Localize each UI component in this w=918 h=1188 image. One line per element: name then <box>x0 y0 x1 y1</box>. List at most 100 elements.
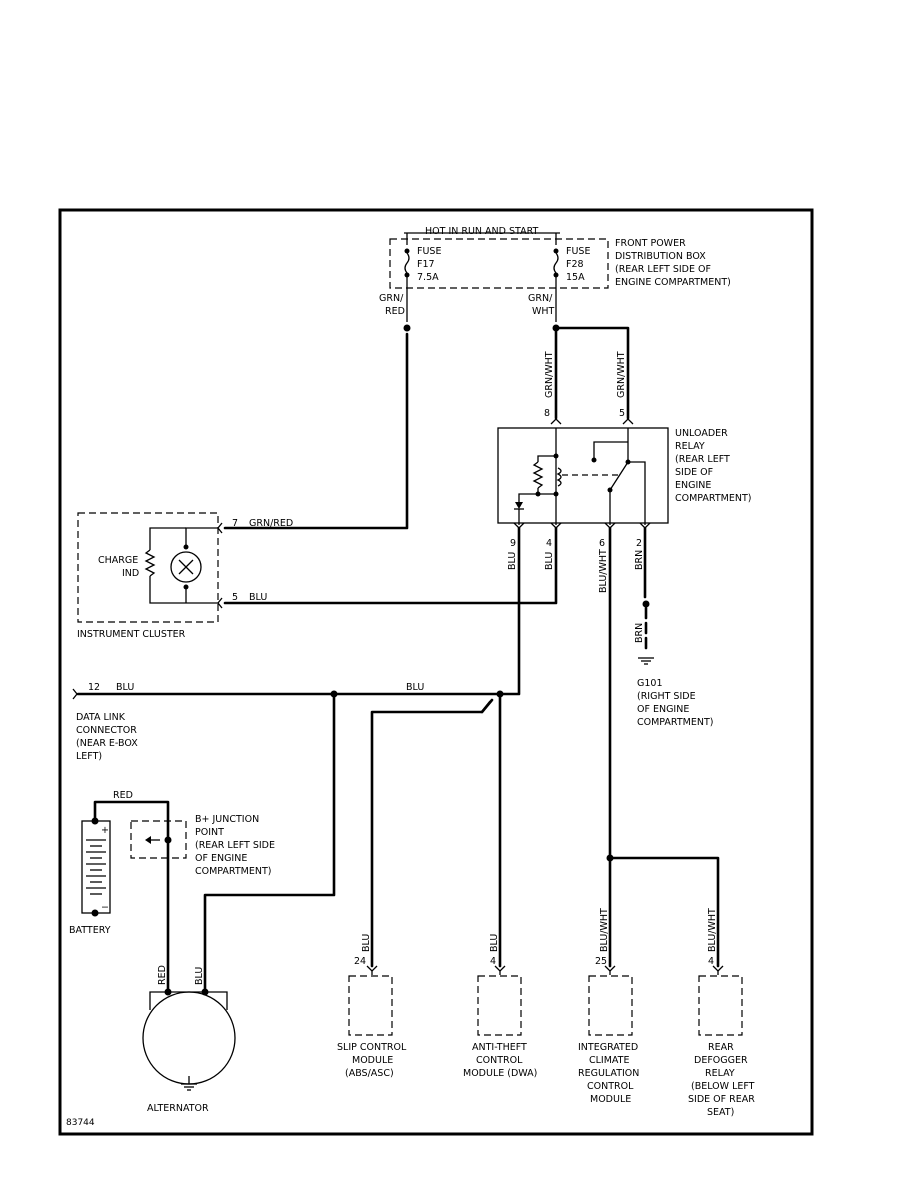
relay-bottom-pins: 9 4 6 2 BLU BLU BLU/WHT BRN <box>507 522 651 593</box>
module4-label-3: RELAY <box>705 1068 735 1079</box>
battery-wire-label: RED <box>113 790 133 801</box>
unloader-relay: UNLOADER RELAY (REAR LEFT SIDE OF ENGINE… <box>497 427 751 525</box>
module4-label-6: SEAT) <box>707 1107 734 1118</box>
relay6-wire-label: BLU/WHT <box>598 549 609 593</box>
wire-blu-relay9 <box>498 526 521 696</box>
relay-label-1: UNLOADER <box>675 428 728 439</box>
fuse-box-label-2: DISTRIBUTION BOX <box>615 251 706 262</box>
module1-label-3: (ABS/ASC) <box>345 1068 394 1079</box>
module3-label-2: CLIMATE <box>589 1055 630 1066</box>
module4-pin: 4 <box>708 956 714 967</box>
fuse-f17-line1: FUSE <box>417 246 441 257</box>
dlc-label-3: (NEAR E-BOX <box>76 738 138 749</box>
relay-pin6: 6 <box>599 538 605 549</box>
fuse-box-label-4: ENGINE COMPARTMENT) <box>615 277 731 288</box>
module3-label-4: CONTROL <box>587 1081 634 1092</box>
relay-pin2: 2 <box>636 538 642 549</box>
relay5-wire-label: GRN/WHT <box>616 351 627 398</box>
module2-label-1: ANTI-THEFT <box>472 1042 527 1053</box>
ground-label-3: COMPARTMENT) <box>637 717 713 728</box>
module2-label-2: CONTROL <box>476 1055 523 1066</box>
charge-lamp-icon <box>170 551 202 583</box>
relay-pin5: 5 <box>619 408 625 419</box>
module3-label-5: MODULE <box>590 1094 631 1105</box>
brn-lower-label: BRN <box>634 623 645 643</box>
junction-label-5: COMPARTMENT) <box>195 866 271 877</box>
charge-ind-line2: IND <box>122 568 139 579</box>
alternator-icon <box>142 991 236 1085</box>
instrument-cluster: INSTRUMENT CLUSTER CHARGE IND 7 GRN/RED … <box>77 512 293 640</box>
module3-label-3: REGULATION <box>578 1068 639 1079</box>
relay-switch-arm <box>609 461 629 491</box>
wire-blu-cluster <box>223 526 558 605</box>
fuse-f17-line2: F17 <box>417 259 435 270</box>
module-slip-control: BLU 24 SLIP CONTROL MODULE (ABS/ASC) <box>337 934 407 1079</box>
relay-label-3: (REAR LEFT <box>675 454 730 465</box>
module-rear-defogger-relay: BLU/WHT 4 REAR DEFOGGER RELAY (BELOW LEF… <box>688 908 755 1118</box>
ground-label-2: OF ENGINE <box>637 704 689 715</box>
alt-wire1-label: RED <box>157 965 168 985</box>
module4-label-1: REAR <box>708 1042 734 1053</box>
relay9-wire-label: BLU <box>507 552 518 570</box>
battery: + − BATTERY RED <box>69 790 170 936</box>
module1-pin: 24 <box>354 956 366 967</box>
relay2-wire-label: BRN <box>634 550 645 570</box>
module2-label-3: MODULE (DWA) <box>463 1068 537 1079</box>
module4-wire: BLU/WHT <box>707 908 718 952</box>
module3-label-1: INTEGRATED <box>578 1042 638 1053</box>
fuse2-wire-label-1: GRN/ <box>528 293 553 304</box>
module-integrated-climate: BLU/WHT 25 INTEGRATED CLIMATE REGULATION… <box>578 908 639 1105</box>
module2-wire: BLU <box>489 934 500 952</box>
cluster-label: INSTRUMENT CLUSTER <box>77 629 186 640</box>
alt-wire2-label: BLU <box>194 967 205 985</box>
charge-resistor <box>144 549 156 577</box>
battery-minus: − <box>101 902 109 913</box>
battery-plus: + <box>101 825 109 836</box>
wire-grn-wht: GRN/WHT GRN/WHT 8 5 <box>544 290 634 425</box>
dlc-wire: BLU <box>116 682 134 693</box>
relay-coil <box>556 467 562 487</box>
relay-diode-icon <box>515 502 523 509</box>
relay8-wire-label: GRN/WHT <box>544 351 555 398</box>
wire-blu-wht <box>606 526 720 968</box>
dlc-label-4: LEFT) <box>76 751 102 762</box>
module-anti-theft: BLU 4 ANTI-THEFT CONTROL MODULE (DWA) <box>463 934 537 1079</box>
wire-grn-red <box>223 290 411 530</box>
data-link-bus: 12 BLU BLU DATA LINK CONNECTOR (NEAR E-B… <box>72 682 504 992</box>
ground-label-1: (RIGHT SIDE <box>637 691 696 702</box>
relay-label-5: ENGINE <box>675 480 711 491</box>
b-plus-junction: B+ JUNCTION POINT (REAR LEFT SIDE OF ENG… <box>130 814 275 992</box>
cluster-pin7: 7 <box>232 518 238 529</box>
cluster-pin7-wire: GRN/RED <box>249 518 293 529</box>
module4-label-2: DEFOGGER <box>694 1055 748 1066</box>
fuse-f28-line2: F28 <box>566 259 584 270</box>
fuse-box-label-3: (REAR LEFT SIDE OF <box>615 264 711 275</box>
fuse1-wire-label-1: GRN/ <box>379 293 404 304</box>
diagram-frame <box>58 208 814 1136</box>
junction-label-4: OF ENGINE <box>195 853 247 864</box>
fuse-f28: FUSE F28 15A <box>553 233 590 290</box>
bus-wire-label: BLU <box>406 682 424 693</box>
battery-label: BATTERY <box>69 925 111 936</box>
alternator: RED BLU ALTERNATOR <box>142 965 236 1114</box>
module4-label-4: (BELOW LEFT <box>691 1081 755 1092</box>
module3-wire: BLU/WHT <box>599 908 610 952</box>
relay-label-2: RELAY <box>675 441 705 452</box>
fuse1-wire-label-2: RED <box>385 306 405 317</box>
cluster-pin5: 5 <box>232 592 238 603</box>
hot-label: HOT IN RUN AND START <box>425 226 538 237</box>
module3-pin: 25 <box>595 956 607 967</box>
diagram-id: 83744 <box>66 1118 95 1128</box>
wire-brn-ground: BRN G101 (RIGHT SIDE OF ENGINE COMPARTME… <box>634 526 713 728</box>
relay-label-4: SIDE OF <box>675 467 713 478</box>
module1-label-2: MODULE <box>352 1055 393 1066</box>
cluster-pin5-wire: BLU <box>249 592 267 603</box>
charge-ind-line1: CHARGE <box>98 555 138 566</box>
dlc-pin: 12 <box>88 682 100 693</box>
fuse2-wire-label-2: WHT <box>532 306 555 317</box>
module2-pin: 4 <box>490 956 496 967</box>
fuse-f28-line1: FUSE <box>566 246 590 257</box>
fuse-f28-line3: 15A <box>566 272 585 283</box>
ground-name: G101 <box>637 678 663 689</box>
